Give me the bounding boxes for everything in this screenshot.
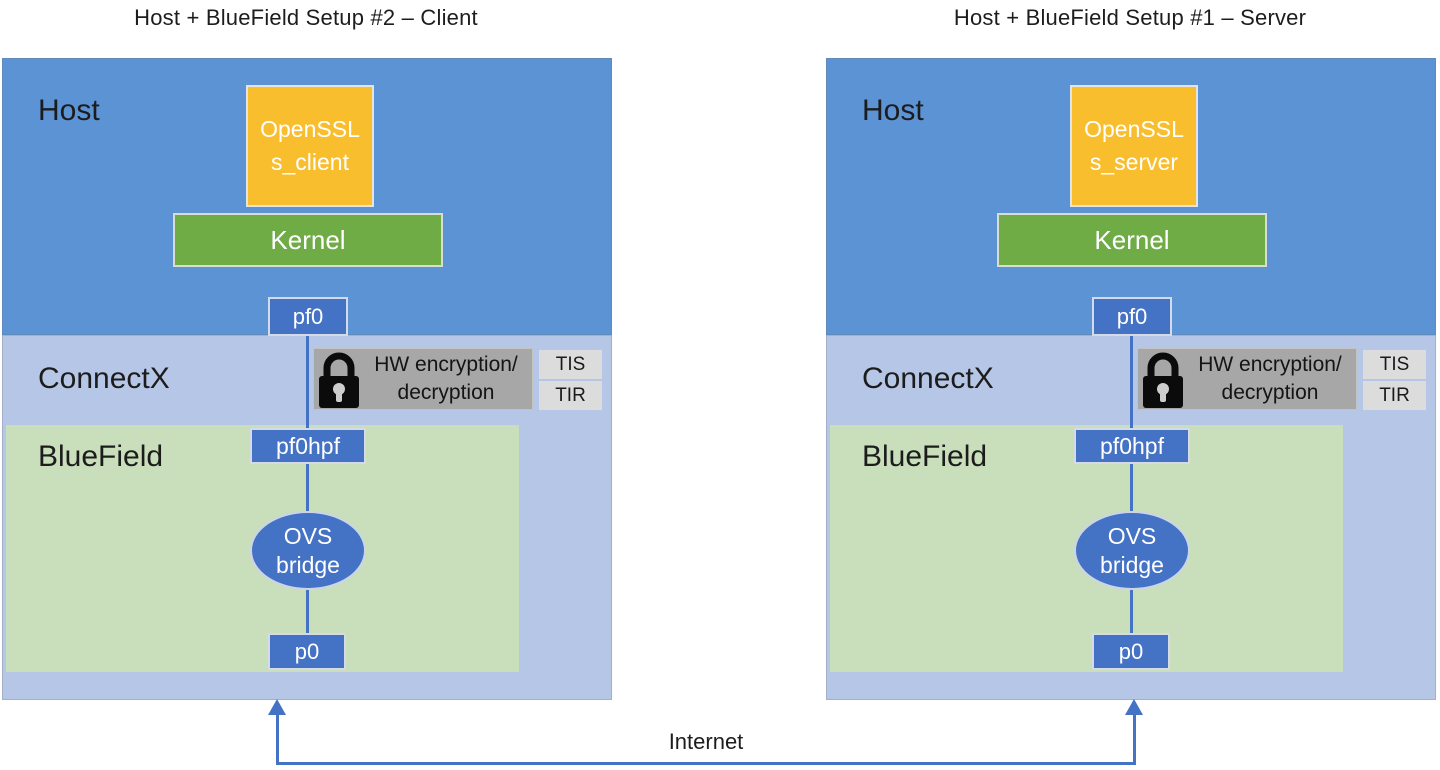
- pf0-port-box: pf0: [268, 297, 348, 336]
- openssl-label-line1: OpenSSL: [1084, 116, 1184, 142]
- tis-label: TIS: [1379, 353, 1410, 375]
- connectx-label: ConnectX: [38, 362, 170, 395]
- hw-label-line1: HW encryption/: [374, 353, 518, 376]
- setup-server-title: Host + BlueField Setup #1 – Server: [953, 5, 1307, 30]
- connector-stem-right: [1133, 711, 1136, 765]
- host-label: Host: [38, 94, 100, 127]
- p0-port-box: p0: [1092, 633, 1170, 670]
- hw-encryption-box: HW encryption/ decryption: [1137, 348, 1357, 410]
- kernel-box: Kernel: [997, 213, 1267, 267]
- hw-label-line2: decryption: [1221, 381, 1319, 404]
- tis-box: TIS: [539, 350, 602, 379]
- ovs-bridge-ellipse: OVS bridge: [1074, 511, 1190, 590]
- hw-encryption-text: HW encryption/ decryption: [1188, 349, 1352, 409]
- openssl-label-line2: s_server: [1089, 149, 1179, 175]
- host-label: Host: [862, 94, 924, 127]
- hw-encryption-text: HW encryption/ decryption: [364, 349, 528, 409]
- arrow-up-left-icon: [268, 699, 286, 715]
- bluefield-label: BlueField: [862, 440, 988, 473]
- tir-box: TIR: [539, 381, 602, 410]
- p0-label: p0: [294, 638, 320, 664]
- hw-encryption-box: HW encryption/ decryption: [313, 348, 533, 410]
- openssl-s-client-box: OpenSSL s_client: [246, 85, 374, 207]
- pf0-label: pf0: [292, 303, 324, 329]
- pipeline-line: [1130, 336, 1133, 649]
- p0-port-box: p0: [268, 633, 346, 670]
- tir-box: TIR: [1363, 381, 1426, 410]
- ovs-label-line1: OVS: [283, 522, 333, 549]
- tis-box: TIS: [1363, 350, 1426, 379]
- p0-label: p0: [1118, 638, 1144, 664]
- ovs-label-line2: bridge: [276, 551, 340, 578]
- kernel-box: Kernel: [173, 213, 443, 267]
- tir-label: TIR: [555, 384, 586, 406]
- pf0hpf-label: pf0hpf: [1100, 432, 1164, 459]
- bluefield-label: BlueField: [38, 440, 164, 473]
- connector-horizontal-line: [276, 762, 1136, 765]
- ovs-bridge-ellipse: OVS bridge: [250, 511, 366, 590]
- kernel-label: Kernel: [1094, 224, 1170, 255]
- ovs-label-line2: bridge: [1100, 551, 1164, 578]
- pf0hpf-label: pf0hpf: [276, 432, 340, 459]
- internet-label: Internet: [668, 729, 744, 754]
- arrow-up-right-icon: [1125, 699, 1143, 715]
- pipeline-line: [306, 336, 309, 649]
- lock-icon: [1143, 352, 1183, 408]
- tir-label: TIR: [1379, 384, 1410, 406]
- hw-label-line1: HW encryption/: [1198, 353, 1342, 376]
- connector-stem-left: [276, 711, 279, 765]
- openssl-label-line1: OpenSSL: [260, 116, 360, 142]
- lock-icon: [319, 352, 359, 408]
- openssl-label-line2: s_client: [271, 149, 349, 175]
- kernel-label: Kernel: [270, 224, 346, 255]
- pf0-label: pf0: [1116, 303, 1148, 329]
- connectx-label: ConnectX: [862, 362, 994, 395]
- setup-server: Host + BlueField Setup #1 – Server Host …: [824, 0, 1438, 770]
- pf0hpf-port-box: pf0hpf: [250, 428, 366, 464]
- openssl-s-server-box: OpenSSL s_server: [1070, 85, 1198, 207]
- hw-label-line2: decryption: [397, 381, 495, 404]
- ovs-label-line1: OVS: [1107, 522, 1157, 549]
- setup-client: Host + BlueField Setup #2 – Client Host …: [0, 0, 614, 770]
- pf0-port-box: pf0: [1092, 297, 1172, 336]
- tis-label: TIS: [555, 353, 586, 375]
- setup-client-title: Host + BlueField Setup #2 – Client: [134, 5, 478, 30]
- pf0hpf-port-box: pf0hpf: [1074, 428, 1190, 464]
